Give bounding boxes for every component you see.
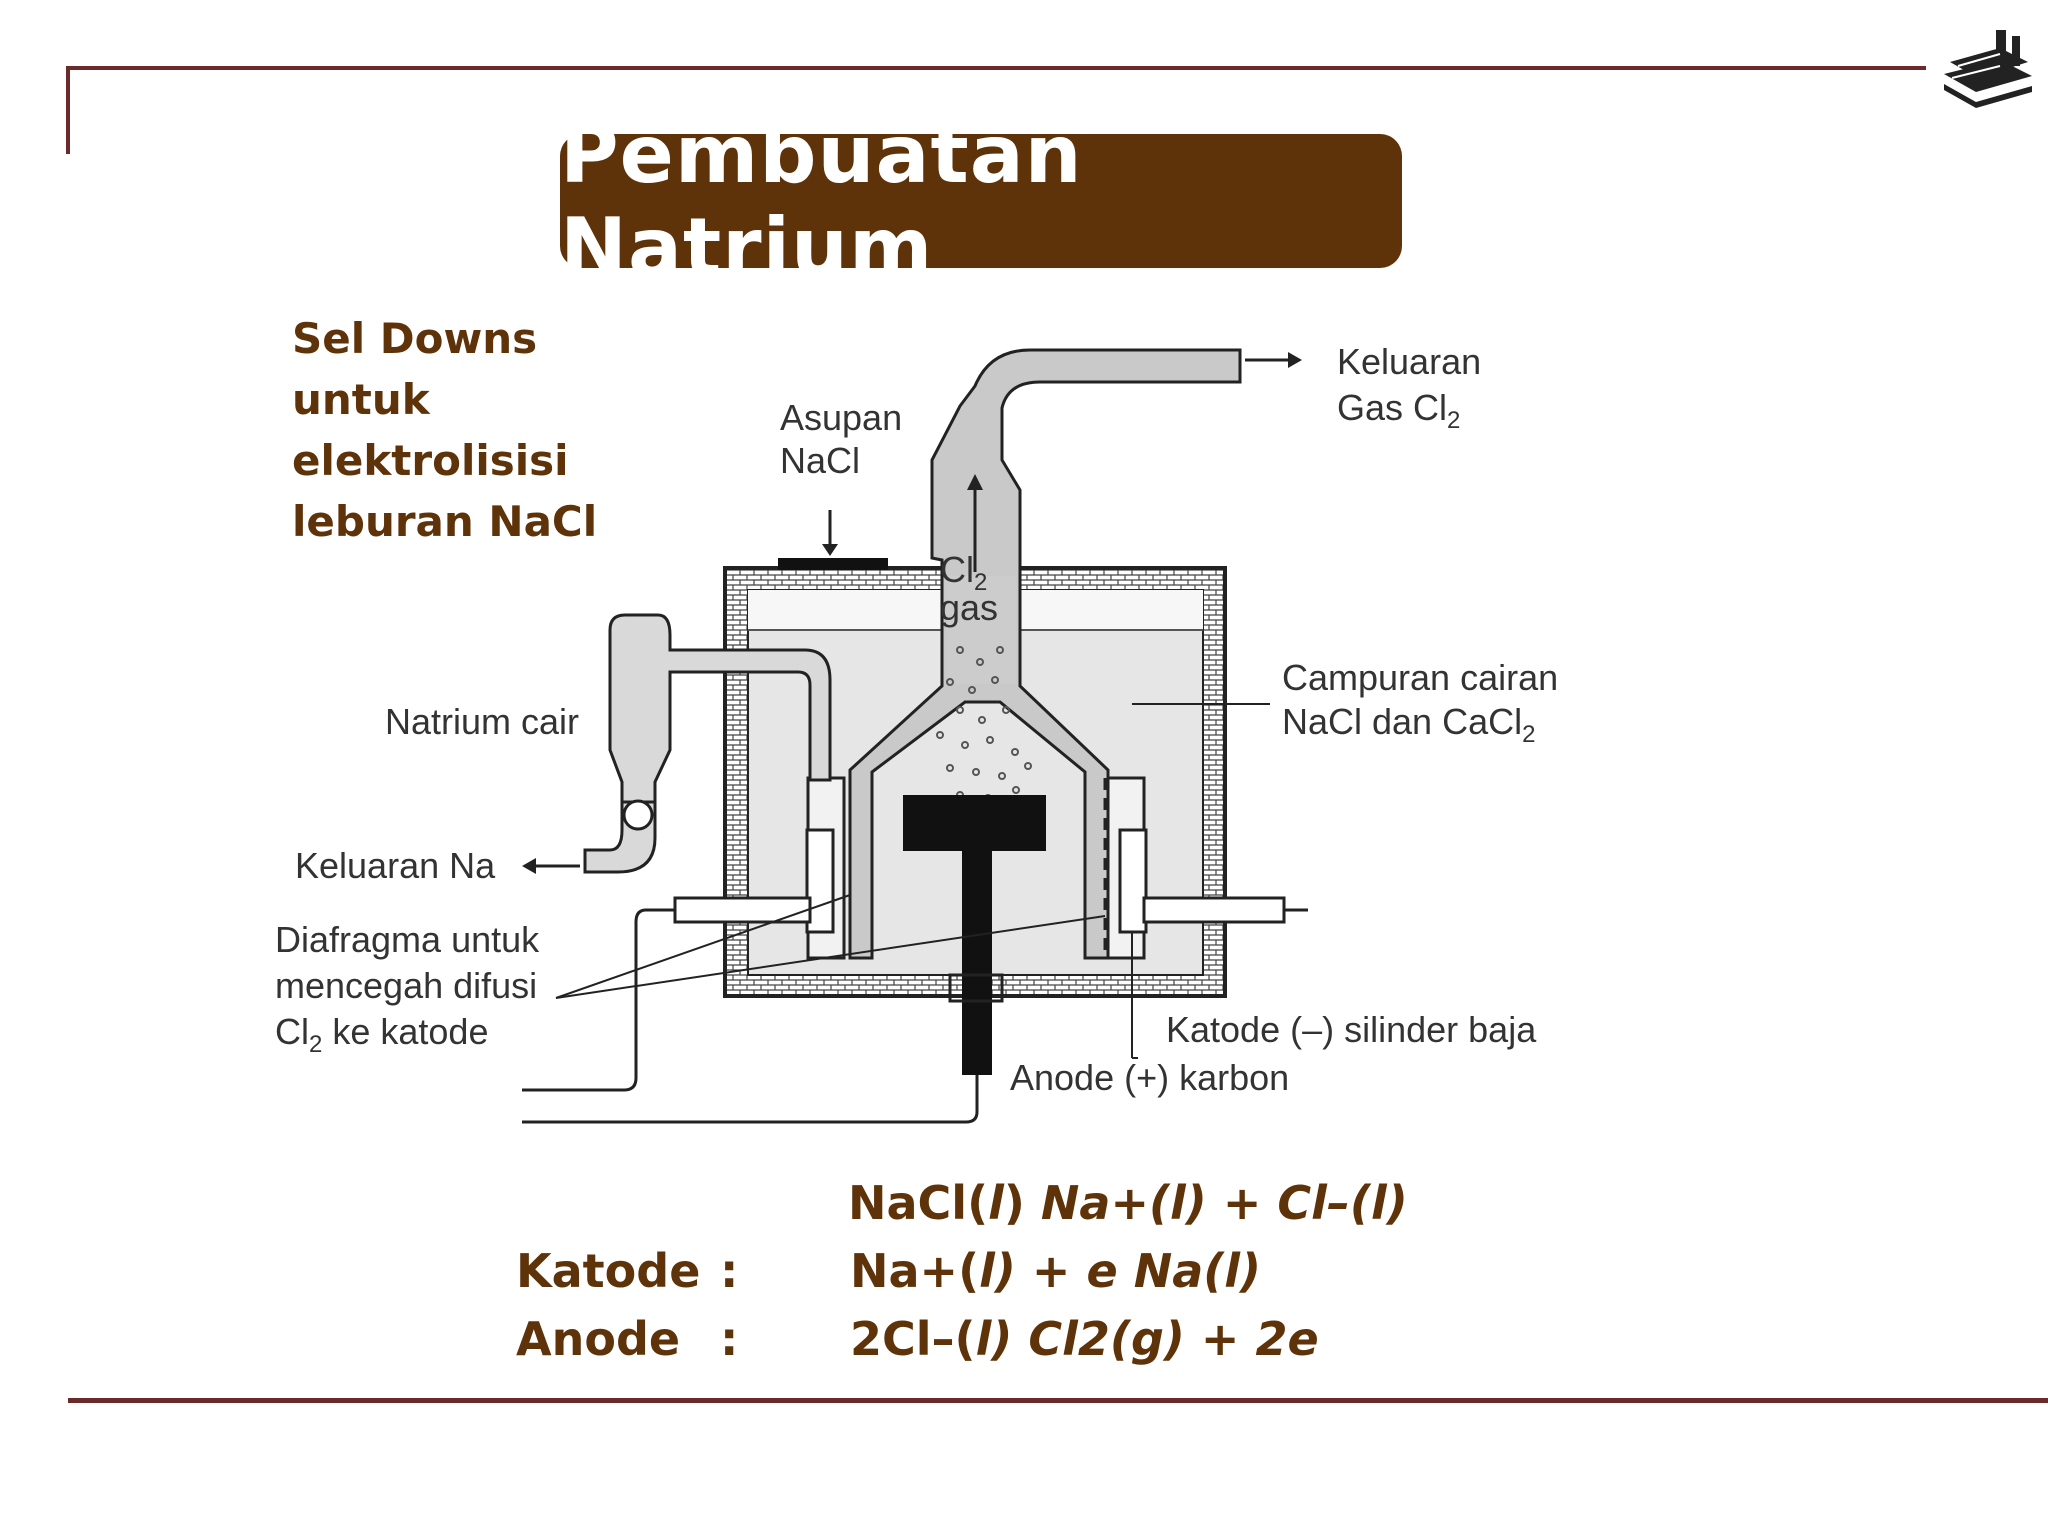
equation-overall: NaCl(l) Na+(l) + Cl–(l) bbox=[848, 1176, 1408, 1230]
label-na-outlet: Keluaran Na bbox=[295, 845, 496, 886]
equation-cathode-label: Katode bbox=[516, 1244, 701, 1298]
frame-left-line bbox=[66, 66, 70, 154]
label-nacl-intake: Asupan bbox=[780, 397, 902, 438]
anode-head bbox=[903, 795, 1046, 851]
cathode-left bbox=[805, 776, 852, 960]
label-cathode: Katode (–) silinder baja bbox=[1166, 1009, 1537, 1050]
equation-anode-label: Anode bbox=[516, 1312, 681, 1366]
equation-anode: 2Cl–(l) Cl2(g) + 2e bbox=[850, 1312, 1319, 1366]
sodium-collector-pipe bbox=[583, 613, 832, 874]
frame-bottom-line bbox=[68, 1398, 2048, 1403]
cathode-right bbox=[1103, 776, 1148, 960]
label-diaphragm: Diafragma untuk bbox=[275, 919, 540, 960]
label-anode: Anode (+) karbon bbox=[1010, 1057, 1289, 1098]
equation-cathode: Na+(l) + e Na(l) bbox=[850, 1244, 1262, 1298]
label-diaphragm-2: mencegah difusi bbox=[275, 965, 537, 1006]
anode-rod bbox=[962, 850, 992, 1075]
diagram-caption: Sel Downs untuk elektrolisisi leburan Na… bbox=[292, 314, 598, 546]
label-cl2-gas-2: gas bbox=[940, 587, 998, 628]
equation-cathode-colon: : bbox=[720, 1244, 739, 1298]
book-stack-logo-icon bbox=[1944, 30, 2032, 108]
nacl-intake-plate bbox=[778, 558, 888, 570]
downs-cell-diagram: Asupan NaCl Keluaran Gas Cl2 Cl2 gas Cam… bbox=[275, 341, 1558, 1124]
anode-wire bbox=[522, 1075, 979, 1124]
cathode-wire bbox=[522, 908, 675, 1092]
chlorine-hood bbox=[848, 348, 1242, 960]
label-cl2-gas: Cl2 bbox=[940, 549, 987, 596]
equation-anode-colon: : bbox=[720, 1312, 739, 1366]
label-mixture: Campuran cairan bbox=[1282, 657, 1558, 698]
slide-title: Pembuatan Natrium bbox=[560, 108, 1083, 294]
cathode-connector-left bbox=[673, 896, 812, 924]
label-nacl-intake-2: NaCl bbox=[780, 440, 860, 481]
label-mixture-2: NaCl dan CaCl2 bbox=[1282, 701, 1535, 748]
frame-top-line bbox=[68, 66, 1926, 70]
cathode-connector-right bbox=[1142, 896, 1286, 924]
label-cl2-outlet: Keluaran bbox=[1337, 341, 1481, 382]
title-banner: Pembuatan Natrium bbox=[560, 108, 1402, 294]
label-liquid-sodium: Natrium cair bbox=[385, 701, 579, 742]
label-cl2-outlet-2: Gas Cl2 bbox=[1337, 387, 1460, 434]
